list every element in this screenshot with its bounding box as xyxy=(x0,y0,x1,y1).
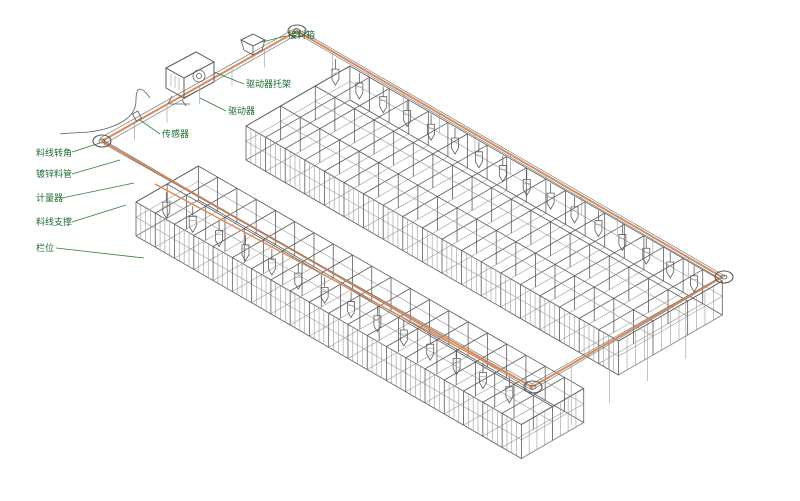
stall-block-rear xyxy=(245,65,724,376)
label-drive-bracket: 驱动器托架 xyxy=(246,78,291,90)
power-cable xyxy=(59,88,151,135)
corner-wheel-top xyxy=(287,24,307,38)
dosers xyxy=(162,59,699,404)
label-doser: 计量器 xyxy=(36,192,63,204)
pipe-outline-lower xyxy=(103,33,720,385)
pipe-supports xyxy=(134,49,689,425)
inner-feed-line xyxy=(154,183,533,388)
corner-wheel-right xyxy=(714,270,734,284)
corner-wheel-left xyxy=(92,134,112,148)
corner-wheel-bottom xyxy=(523,380,543,394)
label-support: 料线支撑 xyxy=(36,216,72,228)
receiving-box xyxy=(239,33,267,56)
stall-blocks xyxy=(135,65,724,459)
label-galvanized-pipe: 镀锌料管 xyxy=(36,168,72,180)
sensor xyxy=(131,110,143,122)
label-corner: 料线转角 xyxy=(36,147,72,159)
label-drive: 驱动器 xyxy=(228,106,255,117)
feed-line-loop xyxy=(99,27,726,391)
label-sensor: 传感器 xyxy=(162,128,189,140)
callouts: 接料箱 驱动器托架 驱动器 传感器 料线转角 镀锌料管 计量器 料线支撑 栏位 xyxy=(36,29,315,259)
drive-unit xyxy=(164,51,216,107)
label-stall: 栏位 xyxy=(36,242,54,254)
pipe-outline-upper xyxy=(99,27,726,391)
label-receiving-box: 接料箱 xyxy=(288,29,315,41)
